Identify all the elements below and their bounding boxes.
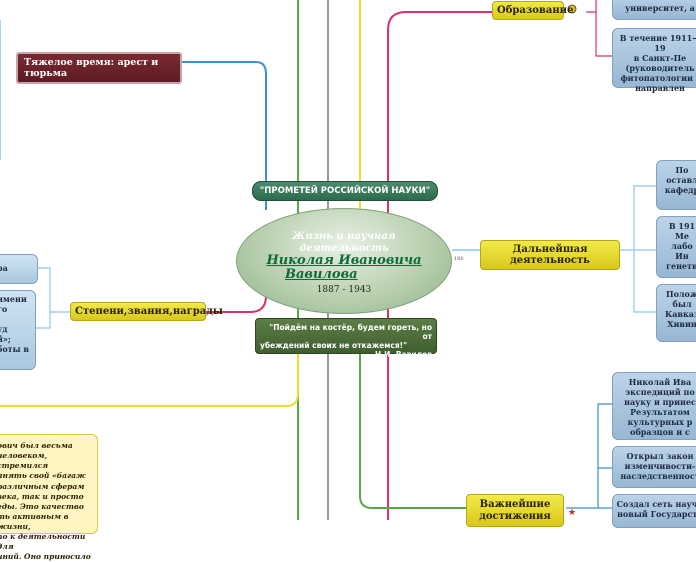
achievement-detail-2[interactable]: Открыл закон изменчивости- наследственно…: [612, 446, 696, 488]
branch-education[interactable]: Образование: [492, 1, 573, 20]
fur2-line3: лабо: [671, 241, 693, 251]
bio-line2: человеком, стремился: [0, 451, 49, 471]
achievement-detail-3[interactable]: Создал сеть научн новый Государств: [612, 494, 696, 528]
achievements-line1: Важнейшие: [479, 499, 551, 510]
edu-child-link-2: [595, 12, 612, 57]
ach2-line3: наследственност: [620, 471, 696, 481]
edu-child-link-1: [586, 0, 597, 13]
ach1-line6: образцов и с: [630, 427, 690, 437]
ach1-line5: культурных р: [627, 417, 693, 427]
education-link: [387, 11, 492, 520]
fur3-line2: был: [672, 299, 692, 309]
central-name-line2: Вавилова: [285, 267, 358, 283]
bio-line4: различным сферам: [0, 481, 85, 491]
fur1-line1: По: [675, 165, 689, 175]
achievement-detail-1[interactable]: Николай Ива экспедиций по науку и принес…: [612, 372, 696, 440]
bio-line6: еды. Это качество: [0, 501, 84, 511]
hard-times-link: [180, 61, 267, 210]
bio-line8: по к деятельности для: [0, 532, 86, 552]
ach3-line2: новый Государств: [617, 509, 696, 519]
branch-degrees[interactable]: Степени,звания,награды: [70, 302, 223, 321]
bio-link: [0, 320, 299, 407]
achievements-line2: достижения: [479, 510, 551, 522]
deg2-line6: боты в: [0, 344, 29, 354]
ach1-line1: Николай Ива: [628, 377, 692, 387]
prometheus-banner[interactable]: "ПРОМЕТЕЙ РОССИЙСКОЙ НАУКИ": [252, 181, 438, 201]
deg1-line1: ра: [0, 263, 8, 273]
edu2-line3: (руководитель: [625, 63, 695, 73]
edu2-line5: направлен: [635, 83, 685, 93]
fur3-line3: Кавказ: [664, 309, 696, 319]
education-detail-1-line: университет, а: [625, 3, 695, 13]
central-title-line1: Жизнь и научная: [292, 231, 396, 242]
fur2-line1: В 191: [668, 221, 696, 231]
star-marker-icon: ★: [568, 508, 576, 518]
education-marker-icon: [567, 4, 577, 14]
education-detail-1[interactable]: университет, а: [612, 0, 696, 20]
branch-achievements[interactable]: Важнейшие достижения: [466, 494, 564, 527]
edu2-line4: фитопатологии (: [620, 73, 696, 83]
ach-child-link-1: [566, 403, 612, 509]
biography-note[interactable]: ович был весьма человеком, стремился лня…: [0, 434, 98, 561]
deg2-line4: уд: [0, 324, 8, 334]
ach1-line2: экспедиций по: [625, 387, 695, 397]
deg2-line1: имени: [0, 294, 27, 304]
central-years: 1887 - 1943: [316, 284, 372, 295]
connector-lines: ★: [0, 0, 656, 520]
branch-further-activity[interactable]: Дальнейшая деятельность: [480, 240, 620, 270]
fur2-line5: генети: [666, 261, 696, 271]
bio-line9: иний. Оно приносило: [0, 552, 91, 562]
central-title-line2: деятельность: [299, 242, 389, 254]
quote-line2: убеждений своих не откажемся!": [260, 341, 407, 350]
bio-line5: века, так и просто: [0, 491, 84, 501]
quote-line1: "Пойдём на костёр, будем гореть, но от: [269, 323, 432, 341]
bio-line3: лнять свой «багаж: [0, 471, 86, 481]
ach3-line1: Создал сеть научн: [616, 499, 696, 509]
ach2-line2: изменчивости-: [624, 461, 696, 471]
ach1-line3: науку и принес: [624, 397, 696, 407]
fur3-line1: Полож: [666, 289, 696, 299]
edu2-line1: В течение 1911—19: [619, 33, 696, 53]
further-child-link-1: [620, 185, 656, 251]
quote-author: Н.И. Вавилов: [374, 350, 432, 359]
small-label: 180: [454, 256, 464, 262]
fur2-line2: Ме: [675, 231, 689, 241]
further-detail-2[interactable]: В 191 Ме лабо Ин генети: [656, 216, 696, 278]
central-name-line1: Николая Ивановича: [266, 253, 422, 268]
branch-hard-times[interactable]: Тяжелое время: арест и тюрьма: [16, 52, 182, 84]
deg2-line5: й»;: [0, 334, 11, 344]
edu2-line2: в Санкт-Пе: [633, 53, 687, 63]
fur3-line4: Хивин: [667, 319, 696, 329]
deg2-line2: го: [0, 304, 8, 314]
further-child-link-3: [633, 250, 656, 313]
ach2-line1: Открыл закон: [626, 451, 694, 461]
bio-line1: ович был весьма: [0, 441, 73, 450]
ach1-line4: Результатом: [630, 407, 690, 417]
further-detail-3[interactable]: Полож был Кавказ Хивин: [656, 284, 696, 342]
degrees-link: [206, 295, 267, 313]
degrees-child-link-1: [38, 267, 70, 313]
degrees-child-link-2: [36, 312, 51, 329]
achievements-link: [359, 330, 466, 509]
fur2-line4: Ин: [675, 251, 689, 261]
central-topic[interactable]: Жизнь и научная деятельность Николая Ива…: [236, 208, 452, 314]
quote-node[interactable]: "Пойдём на костёр, будем гореть, но от у…: [255, 318, 437, 359]
education-detail-2[interactable]: В течение 1911—19 в Санкт-Пе (руководите…: [612, 28, 696, 93]
degrees-detail-1[interactable]: ра: [0, 254, 38, 284]
fur1-line3: кафедр: [664, 185, 696, 195]
bio-line7: ть активным в жизни,: [0, 511, 69, 531]
fur1-line2: оставл: [666, 175, 696, 185]
further-detail-1[interactable]: По оставл кафедр: [656, 160, 696, 210]
deg2-line3: [0, 314, 31, 324]
degrees-detail-2[interactable]: имени го уд й»; боты в: [0, 290, 36, 370]
